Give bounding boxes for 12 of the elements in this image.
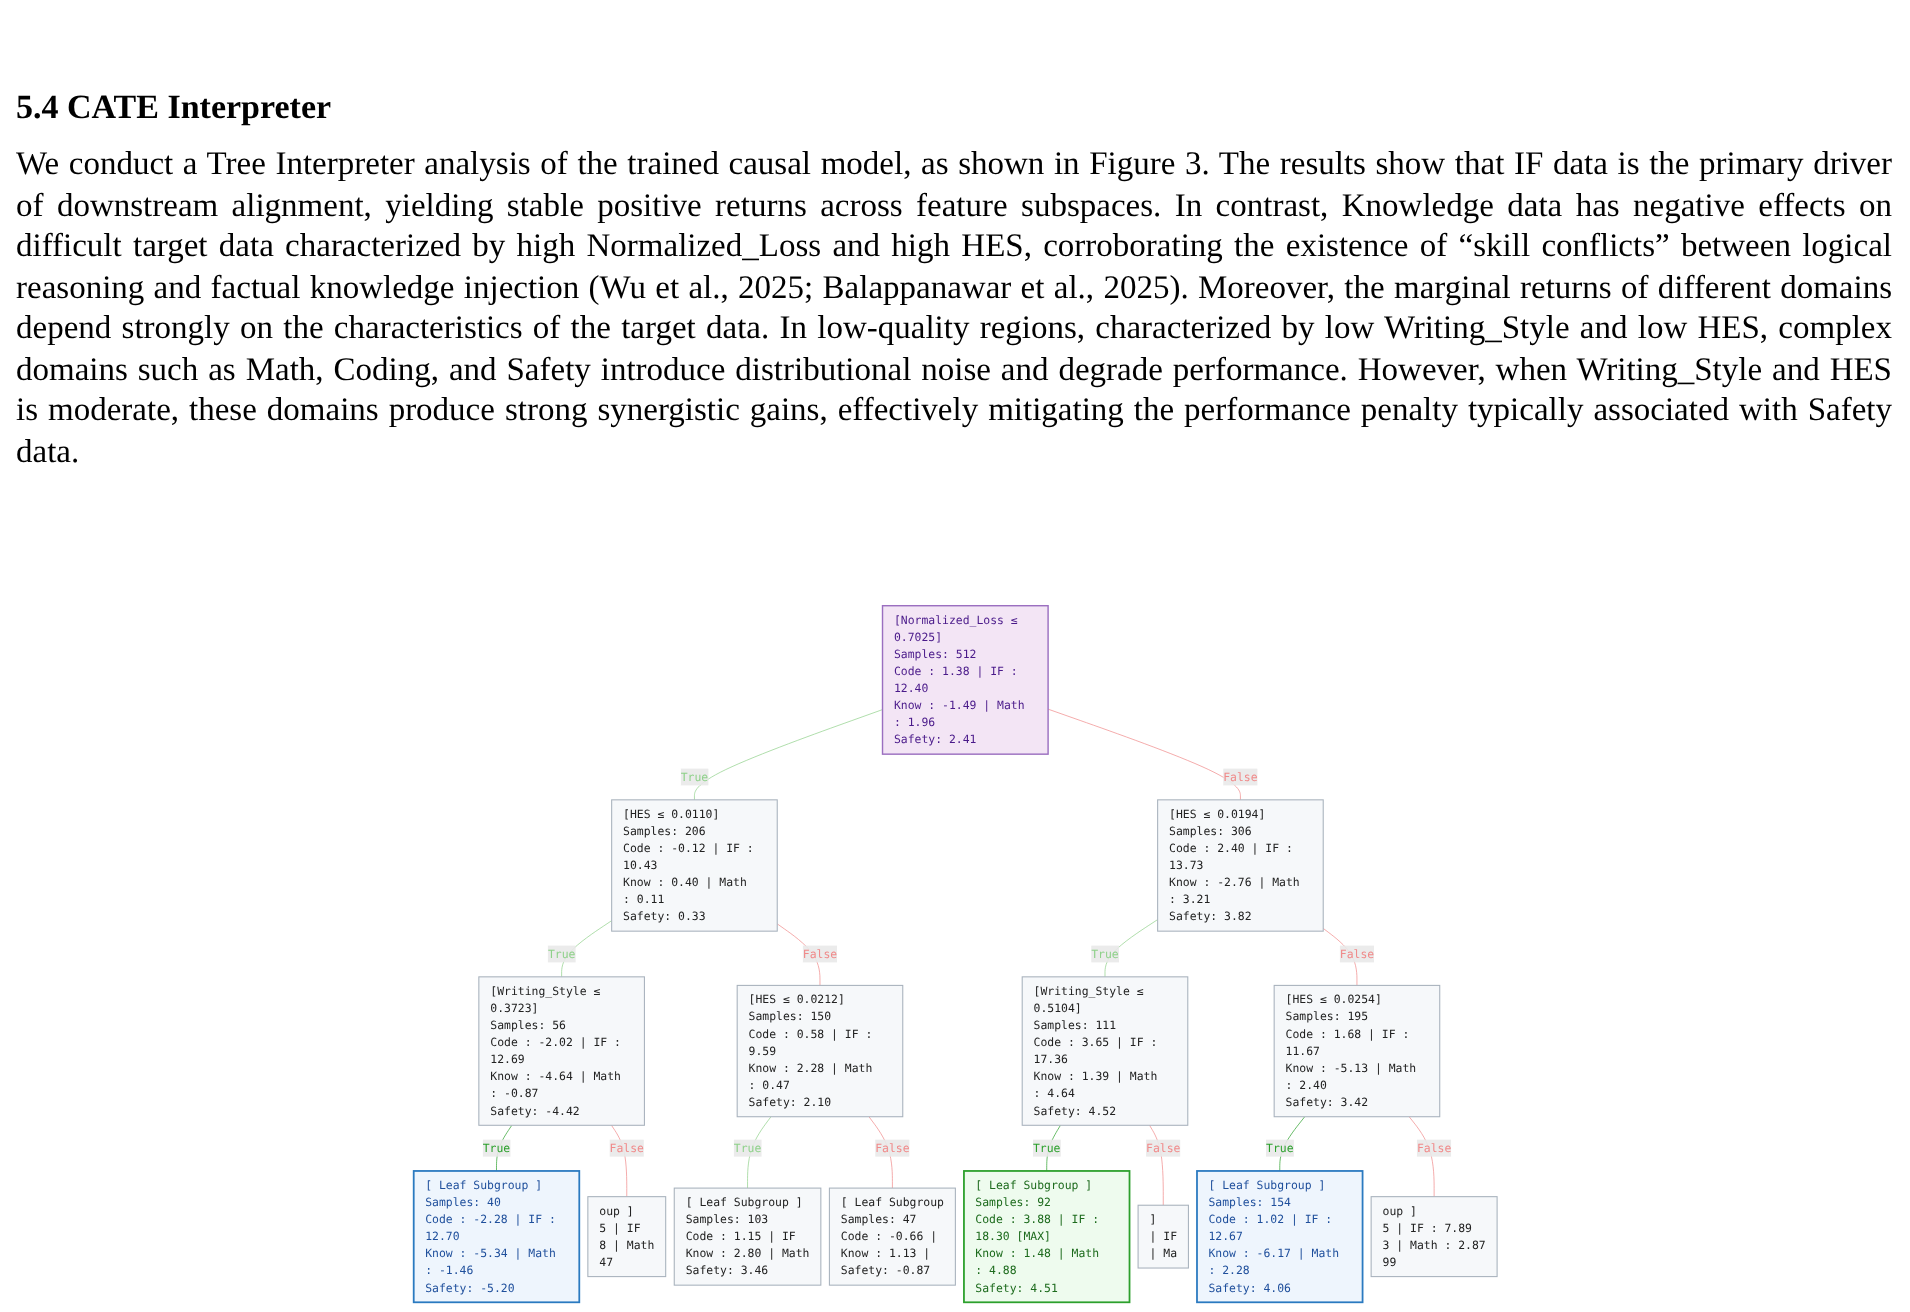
connector — [868, 1116, 893, 1189]
body-paragraph: We conduct a Tree Interpreter analysis of the trained causal model, as shown in Figure 3. The results show that IF data is the primary driver of downstream alignment, yielding stable positive returns across feature subspaces. In contrast, Knowledge data has negative effects on difficult target data characterized by high Normalized_Loss and high HES, corroborating the existence of “skill conflicts” between logical reasoning and factual knowledge injection (Wu et al., 2025; Balappanawar et al., 2025). Moreover, the marginal returns of different domains depend strongly on the characteristics of the target data. In low-quality regions, characterized by low Writing_Style and low HES, complex domains such as Math, Coding, and Safety introduce distributional noise and degrade performance. However, when Writing_Style and HES is moderate, these domains produce strong synergistic gains, effectively mitigating the performance penalty typically associated with Safety data. — [16, 144, 1892, 472]
connector — [746, 1116, 771, 1189]
connector — [1104, 919, 1158, 978]
connector — [1279, 1116, 1305, 1172]
connector — [693, 709, 883, 801]
connector — [1148, 1124, 1164, 1206]
connector — [1047, 708, 1241, 801]
connector — [610, 1124, 627, 1197]
section-heading: 5.4 CATE Interpreter — [16, 88, 332, 128]
connector — [1408, 1116, 1435, 1197]
connector — [1045, 1124, 1061, 1172]
